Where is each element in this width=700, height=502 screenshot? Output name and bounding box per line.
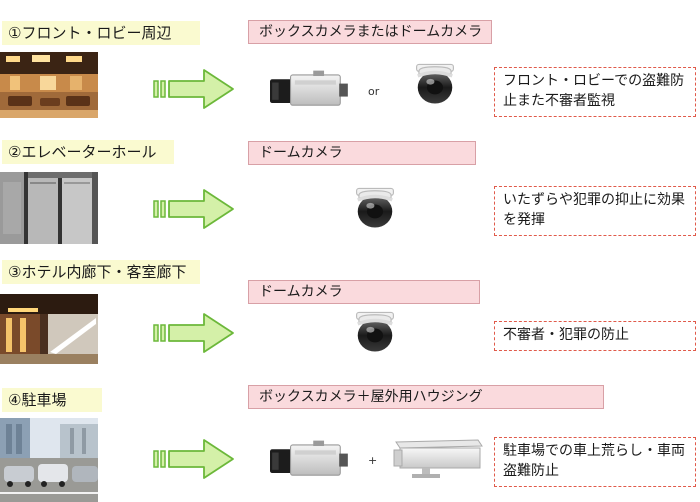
location-label-parking: ④駐車場 — [2, 388, 102, 412]
lobby-photo — [0, 52, 98, 118]
right-arrow-icon — [153, 313, 234, 353]
description-parking: 駐車場での車上荒らし・車両盗難防止 — [494, 437, 696, 487]
description-elevator: いたずらや犯罪の抑止に効果を発揮 — [494, 186, 696, 236]
right-arrow-icon — [153, 439, 234, 479]
location-label-elevator: ②エレベーターホール — [2, 140, 174, 164]
box-camera-icon — [270, 440, 349, 476]
connector-plus: + — [368, 454, 378, 467]
box-camera-icon — [270, 70, 349, 106]
corridor-photo — [0, 294, 98, 364]
right-arrow-icon — [153, 189, 234, 229]
location-label-lobby: ①フロント・ロビー周辺 — [2, 21, 200, 45]
right-arrow-icon — [153, 69, 234, 109]
description-lobby: フロント・ロビーでの盗難防止また不審者監視 — [494, 67, 696, 117]
connector-or: or — [368, 85, 380, 98]
dome-camera-icon — [354, 310, 396, 354]
location-label-corridor: ③ホテル内廊下・客室廊下 — [2, 260, 200, 284]
camera-type-lobby: ボックスカメラまたはドームカメラ — [248, 20, 492, 44]
parking-photo — [0, 418, 98, 502]
outdoor-housing-icon — [393, 439, 483, 478]
dome-camera-icon — [414, 62, 456, 106]
dome-camera-icon — [354, 186, 396, 230]
camera-type-elevator: ドームカメラ — [248, 141, 476, 165]
camera-type-corridor: ドームカメラ — [248, 280, 480, 304]
description-corridor: 不審者・犯罪の防止 — [494, 321, 696, 351]
elevator-photo — [0, 172, 98, 244]
camera-type-parking: ボックスカメラ＋屋外用ハウジング — [248, 385, 604, 409]
